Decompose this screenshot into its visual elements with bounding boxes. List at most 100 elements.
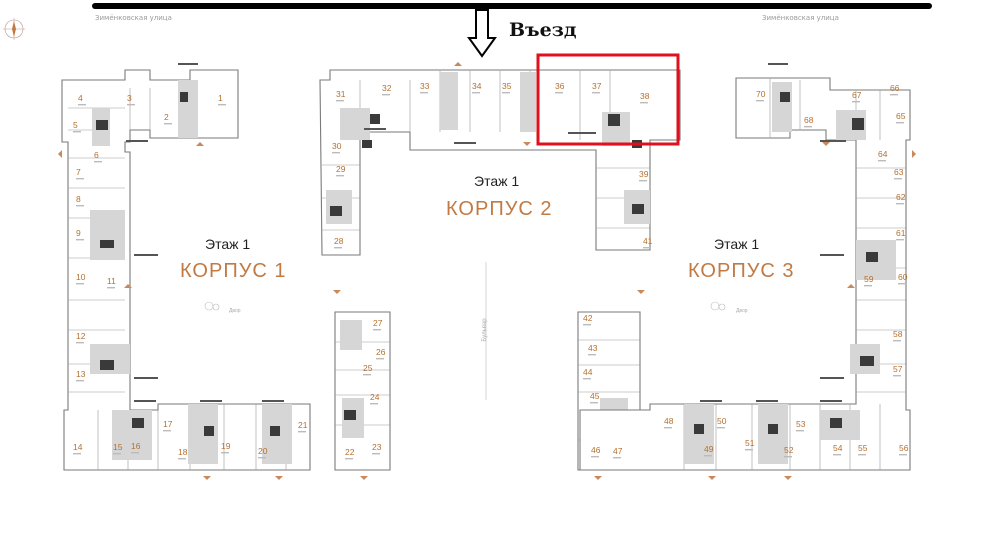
apartment-23[interactable]: 23	[372, 442, 382, 452]
apartment-41[interactable]: 41	[643, 236, 653, 246]
apartment-32[interactable]: 32	[382, 83, 392, 93]
apartment-1[interactable]: 1	[218, 93, 223, 103]
apartment-area-mark	[745, 449, 753, 451]
apartment-61[interactable]: 61	[896, 228, 906, 238]
apartment-13[interactable]: 13	[76, 369, 86, 379]
apartment-57[interactable]: 57	[893, 364, 903, 374]
apartment-38[interactable]: 38	[640, 91, 650, 101]
apartment-14[interactable]: 14	[73, 442, 83, 452]
apartment-24[interactable]: 24	[370, 392, 380, 402]
apartment-45[interactable]: 45	[590, 391, 600, 401]
apartment-37[interactable]: 37	[592, 81, 602, 91]
apartment-21[interactable]: 21	[298, 420, 308, 430]
apartment-43[interactable]: 43	[588, 343, 598, 353]
apartment-49[interactable]: 49	[704, 444, 714, 454]
apartment-25[interactable]: 25	[363, 363, 373, 373]
apartment-area-mark	[613, 457, 621, 459]
apartment-56[interactable]: 56	[899, 443, 909, 453]
apartment-area-mark	[164, 123, 172, 125]
apartment-area-mark	[804, 126, 812, 128]
apartment-11[interactable]: 11	[107, 276, 116, 286]
apartment-area-mark	[131, 452, 139, 454]
apartment-4[interactable]: 4	[78, 93, 83, 103]
apartment-35[interactable]: 35	[502, 81, 512, 91]
apartment-area-mark	[784, 456, 792, 458]
apartment-55[interactable]: 55	[858, 443, 868, 453]
apartment-area-mark	[373, 329, 381, 331]
apartment-65[interactable]: 65	[896, 111, 906, 121]
apartment-16[interactable]: 16	[131, 441, 141, 451]
tree-icon	[710, 301, 726, 311]
building-3-floor: Этаж 1	[714, 236, 759, 252]
apartment-area-mark	[898, 283, 906, 285]
apartment-46[interactable]: 46	[591, 445, 601, 455]
apartment-63[interactable]: 63	[894, 167, 904, 177]
apartment-66[interactable]: 66	[890, 83, 900, 93]
apartment-50[interactable]: 50	[717, 416, 727, 426]
apartment-6[interactable]: 6	[94, 150, 99, 160]
apartment-area-mark	[76, 380, 84, 382]
apartment-20[interactable]: 20	[258, 446, 268, 456]
apartment-7[interactable]: 7	[76, 167, 81, 177]
apartment-area-mark	[796, 430, 804, 432]
apartment-67[interactable]: 67	[852, 90, 862, 100]
apartment-59[interactable]: 59	[864, 274, 874, 284]
apartment-51[interactable]: 51	[745, 438, 755, 448]
apartment-26[interactable]: 26	[376, 347, 386, 357]
apartment-3[interactable]: 3	[127, 93, 132, 103]
apartment-47[interactable]: 47	[613, 446, 623, 456]
apartment-54[interactable]: 54	[833, 443, 843, 453]
apartment-48[interactable]: 48	[664, 416, 674, 426]
apartment-60[interactable]: 60	[898, 272, 908, 282]
apartment-area-mark	[894, 178, 902, 180]
apartment-5[interactable]: 5	[73, 120, 78, 130]
apartment-36[interactable]: 36	[555, 81, 565, 91]
apartment-area-mark	[76, 239, 84, 241]
apartment-area-mark	[833, 454, 841, 456]
apartment-15[interactable]: 15	[113, 442, 123, 452]
apartment-area-mark	[890, 94, 898, 96]
entry-label: Въезд	[509, 19, 577, 41]
apartment-27[interactable]: 27	[373, 318, 383, 328]
apartment-17[interactable]: 17	[163, 419, 173, 429]
apartment-area-mark	[878, 160, 886, 162]
apartment-area-mark	[221, 452, 229, 454]
apartment-64[interactable]: 64	[878, 149, 888, 159]
apartment-52[interactable]: 52	[784, 445, 794, 455]
building-1-yard: Двор	[229, 308, 241, 314]
apartment-30[interactable]: 30	[332, 141, 342, 151]
apartment-62[interactable]: 62	[896, 192, 906, 202]
apartment-22[interactable]: 22	[345, 447, 355, 457]
apartment-42[interactable]: 42	[583, 313, 593, 323]
apartment-28[interactable]: 28	[334, 236, 344, 246]
apartment-68[interactable]: 68	[804, 115, 814, 125]
apartment-9[interactable]: 9	[76, 228, 81, 238]
apartment-70[interactable]: 70	[756, 89, 766, 99]
apartment-area-mark	[370, 403, 378, 405]
apartment-area-mark	[664, 427, 672, 429]
apartment-2[interactable]: 2	[164, 112, 169, 122]
apartment-10[interactable]: 10	[76, 272, 86, 282]
apartment-44[interactable]: 44	[583, 367, 593, 377]
apartment-39[interactable]: 39	[639, 169, 649, 179]
apartment-12[interactable]: 12	[76, 331, 86, 341]
apartment-area-mark	[76, 178, 84, 180]
apartment-area-mark	[864, 285, 872, 287]
apartment-area-mark	[472, 92, 480, 94]
apartment-18[interactable]: 18	[178, 447, 188, 457]
apartment-34[interactable]: 34	[472, 81, 482, 91]
apartment-31[interactable]: 31	[336, 89, 346, 99]
apartment-29[interactable]: 29	[336, 164, 346, 174]
tree-icon	[204, 301, 220, 311]
apartment-area-mark	[94, 161, 102, 163]
apartment-area-mark	[113, 453, 121, 455]
apartment-8[interactable]: 8	[76, 194, 81, 204]
apartment-53[interactable]: 53	[796, 419, 806, 429]
apartment-33[interactable]: 33	[420, 81, 430, 91]
apartment-19[interactable]: 19	[221, 441, 231, 451]
apartment-area-mark	[896, 122, 904, 124]
apartment-area-mark	[590, 402, 598, 404]
apartment-58[interactable]: 58	[893, 329, 903, 339]
